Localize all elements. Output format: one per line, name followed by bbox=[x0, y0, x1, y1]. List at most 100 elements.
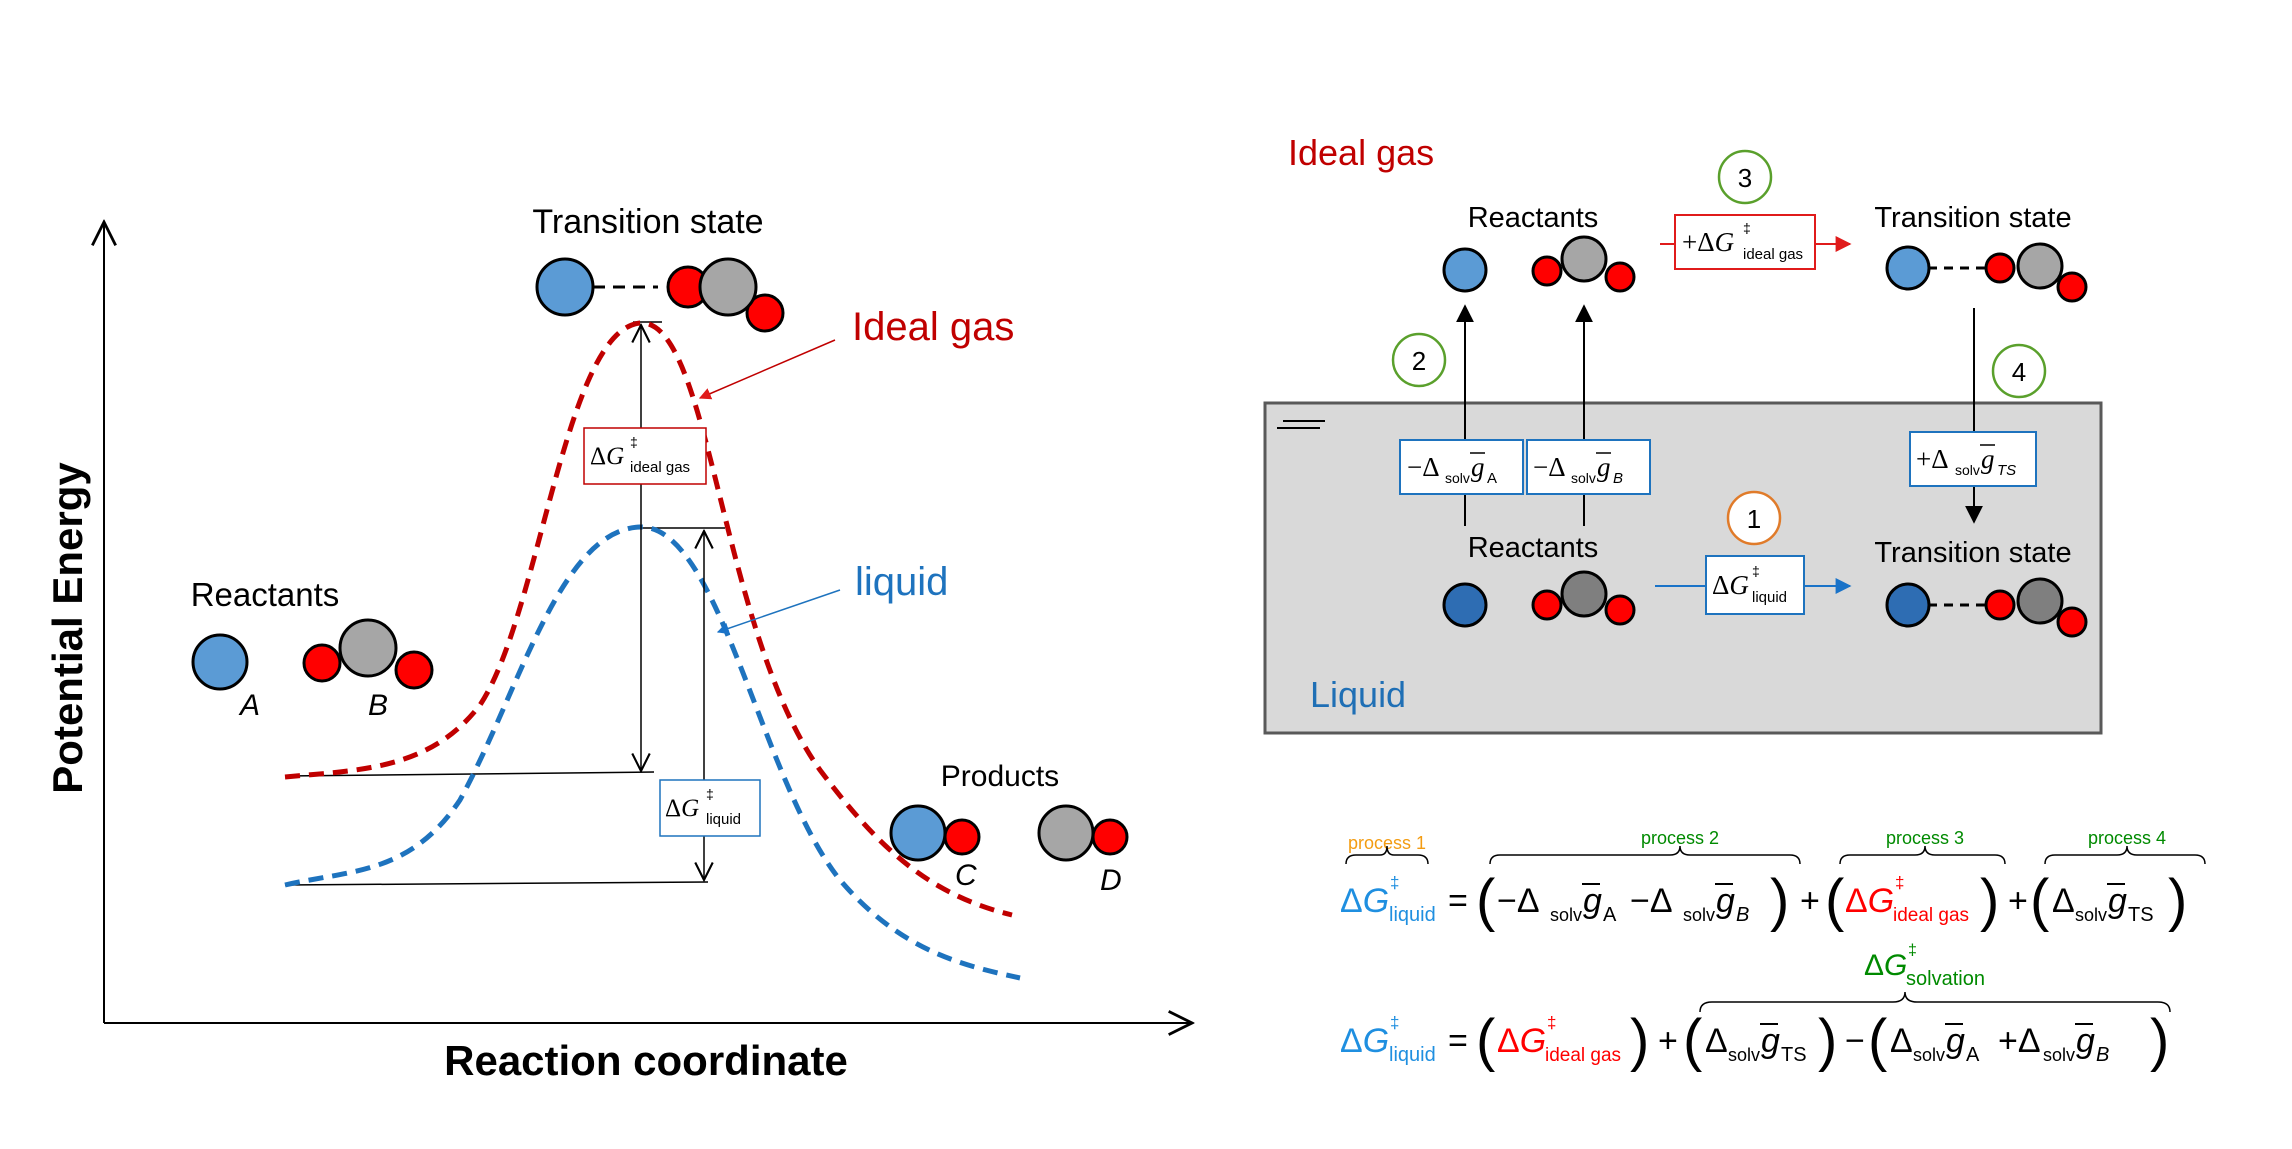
step-1-marker: 1 bbox=[1726, 490, 1782, 546]
svg-text:(: ( bbox=[1476, 1008, 1495, 1073]
ts-bottom-label: Transition state bbox=[1874, 537, 2071, 569]
svg-text:+Δ: +Δ bbox=[1916, 444, 1949, 474]
ts-top-label: Transition state bbox=[1874, 202, 2071, 234]
svg-text:solv: solv bbox=[2043, 1045, 2075, 1065]
svg-text:(: ( bbox=[2030, 868, 2049, 933]
reactant-b-molecule bbox=[302, 618, 434, 690]
svg-text:g: g bbox=[1981, 444, 1995, 474]
svg-text:−Δ: −Δ bbox=[1497, 882, 1540, 920]
liquid-dg-box: ΔG ‡ liquid bbox=[1705, 555, 1805, 615]
svg-text:g: g bbox=[2076, 1022, 2095, 1060]
svg-text:ΔG: ΔG bbox=[1340, 1022, 1389, 1060]
svg-text:ΔG: ΔG bbox=[1864, 949, 1907, 982]
svg-text:ΔG: ΔG bbox=[1497, 1022, 1546, 1060]
svg-text:): ) bbox=[1818, 1008, 1837, 1073]
svg-text:ΔG: ΔG bbox=[1340, 882, 1389, 920]
x-axis-label: Reaction coordinate bbox=[444, 1037, 848, 1084]
svg-text:2: 2 bbox=[1412, 346, 1426, 376]
svg-text:g: g bbox=[2108, 882, 2127, 920]
svg-text:(: ( bbox=[1868, 1008, 1887, 1073]
equation-1: process 1 process 2 process 3 process 4 … bbox=[1340, 828, 2206, 933]
svg-text:−Δ: −Δ bbox=[1407, 452, 1440, 482]
ts-molecule-left bbox=[535, 257, 785, 333]
svg-text:(: ( bbox=[1825, 868, 1844, 933]
gas-reactant-b bbox=[1531, 235, 1636, 293]
process-2-label: process 2 bbox=[1641, 828, 1719, 848]
svg-text:=: = bbox=[1448, 1022, 1468, 1060]
svg-text:+: + bbox=[1658, 1022, 1678, 1060]
svg-text:‡: ‡ bbox=[1390, 873, 1399, 892]
svg-text:g: g bbox=[1471, 452, 1485, 482]
svg-text:Δ: Δ bbox=[1890, 1022, 1913, 1060]
svg-text:(: ( bbox=[1476, 868, 1495, 933]
svg-text:liquid: liquid bbox=[1389, 904, 1436, 926]
left-ideal-gas-label: Ideal gas bbox=[852, 305, 1014, 349]
left-ts-label: Transition state bbox=[532, 203, 763, 241]
svg-text:solv: solv bbox=[1728, 1045, 1760, 1065]
svg-text:solv: solv bbox=[1550, 905, 1582, 925]
solvation-label: solvation bbox=[1906, 968, 1985, 990]
liquid-baseline bbox=[284, 881, 709, 886]
svg-text:A: A bbox=[1487, 470, 1497, 487]
reactants-top-label: Reactants bbox=[1468, 202, 1599, 234]
step-4-marker: 4 bbox=[1991, 343, 2047, 399]
ideal-gas-curve bbox=[284, 320, 1013, 918]
gas-reactant-a bbox=[1442, 247, 1488, 293]
liquid-pointer bbox=[716, 589, 841, 635]
svg-text:ideal gas: ideal gas bbox=[1893, 905, 1969, 926]
svg-text:g: g bbox=[1716, 882, 1735, 920]
ideal-gas-pointer bbox=[698, 339, 836, 400]
svg-text:A: A bbox=[1603, 904, 1617, 926]
svg-text:): ) bbox=[2168, 868, 2187, 933]
equation-2: ΔG ‡ solvation ΔG ‡ liquid = ( ΔG ‡ idea… bbox=[1340, 942, 2171, 1073]
svg-text:g: g bbox=[1946, 1022, 1965, 1060]
left-liquid-label: liquid bbox=[855, 560, 948, 604]
svg-text:g: g bbox=[1583, 882, 1602, 920]
right-ideal-gas-title: Ideal gas bbox=[1288, 132, 1434, 173]
svg-text:−: − bbox=[1845, 1022, 1865, 1060]
minus-solv-b-box: −Δ solv g B bbox=[1526, 439, 1651, 495]
gas-dg-box: +ΔG ‡ ideal gas bbox=[1674, 214, 1816, 270]
svg-text:‡: ‡ bbox=[630, 434, 638, 450]
liquid-reactant-a bbox=[1442, 582, 1488, 628]
minus-solv-a-box: −Δ solv g A bbox=[1399, 439, 1524, 495]
svg-text:−Δ: −Δ bbox=[1533, 452, 1566, 482]
atom-label-c: C bbox=[955, 859, 977, 892]
dg-liquid-box: ΔG ‡ liquid bbox=[659, 779, 761, 837]
reactants-bottom-label: Reactants bbox=[1468, 532, 1599, 564]
svg-text:=: = bbox=[1448, 882, 1468, 920]
plus-solv-ts-box: +Δ solv g TS bbox=[1909, 431, 2037, 487]
svg-text:B: B bbox=[1613, 470, 1623, 487]
svg-text:Δ: Δ bbox=[1705, 1022, 1728, 1060]
right-liquid-title: Liquid bbox=[1310, 674, 1406, 715]
svg-text:B: B bbox=[1736, 904, 1749, 926]
svg-text:): ) bbox=[1770, 868, 1789, 933]
left-products-label: Products bbox=[941, 760, 1059, 793]
svg-text:ideal gas: ideal gas bbox=[1545, 1045, 1621, 1066]
svg-text:TS: TS bbox=[1997, 462, 2016, 479]
atom-label-a: A bbox=[238, 689, 260, 722]
svg-text:ΔG: ΔG bbox=[1712, 570, 1749, 600]
svg-text:solv: solv bbox=[1913, 1045, 1945, 1065]
svg-text:): ) bbox=[1980, 868, 1999, 933]
svg-text:3: 3 bbox=[1738, 163, 1752, 193]
svg-text:liquid: liquid bbox=[1752, 589, 1787, 606]
process-4-label: process 4 bbox=[2088, 828, 2166, 848]
svg-text:g: g bbox=[1761, 1022, 1780, 1060]
svg-text:): ) bbox=[1630, 1008, 1649, 1073]
svg-text:): ) bbox=[2150, 1008, 2169, 1073]
svg-text:ideal gas: ideal gas bbox=[1743, 246, 1803, 263]
atom-label-d: D bbox=[1100, 864, 1122, 897]
svg-text:ΔG: ΔG bbox=[665, 795, 699, 822]
svg-text:‡: ‡ bbox=[706, 786, 714, 802]
svg-text:‡: ‡ bbox=[1743, 220, 1751, 236]
svg-text:‡: ‡ bbox=[1752, 563, 1760, 579]
svg-text:+ΔG: +ΔG bbox=[1682, 227, 1734, 257]
process-3-label: process 3 bbox=[1886, 828, 1964, 848]
thermodynamic-cycle-panel: Ideal gas Liquid Reactants Transition st… bbox=[1263, 132, 2103, 735]
svg-text:−Δ: −Δ bbox=[1630, 882, 1673, 920]
svg-text:B: B bbox=[2096, 1044, 2109, 1066]
svg-text:1: 1 bbox=[1747, 504, 1761, 534]
process-1-label: process 1 bbox=[1348, 833, 1426, 853]
svg-text:solv: solv bbox=[1445, 470, 1470, 486]
